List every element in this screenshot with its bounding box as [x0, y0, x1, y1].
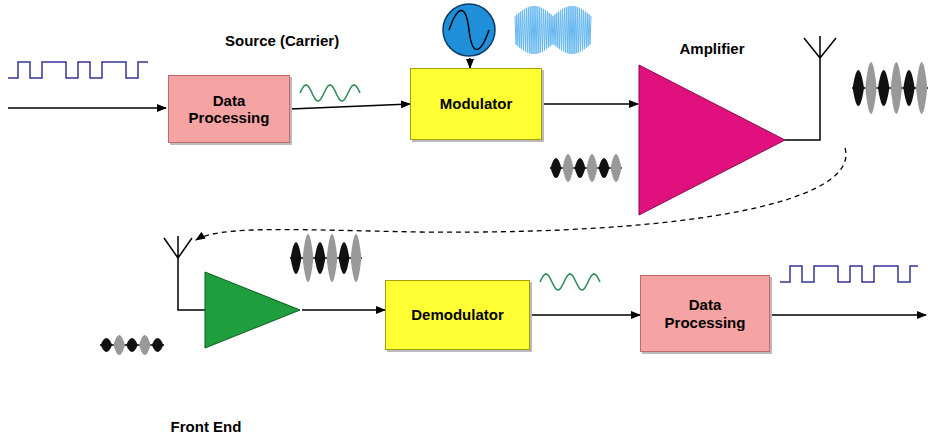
- modulated-burst: [903, 70, 914, 106]
- output-arrow: [770, 314, 926, 316]
- signal-arrow: [302, 309, 385, 311]
- baseband-wave: [300, 85, 360, 101]
- source-circle: [443, 4, 495, 56]
- node-label: Source (Carrier): [225, 32, 339, 49]
- sine-symbol: [449, 11, 489, 50]
- baseband-wave: [540, 274, 600, 290]
- modulated-burst: [315, 242, 326, 274]
- tx-antenna: [804, 36, 836, 58]
- modulated-burst: [327, 234, 338, 282]
- modulated-burst: [575, 158, 586, 178]
- square-wave: [780, 266, 918, 282]
- node-label: Amplifier: [638, 40, 786, 57]
- antenna-feed: [785, 58, 820, 140]
- carrier-wave: [515, 6, 591, 54]
- modulated-burst: [563, 154, 574, 182]
- antenna-feed: [178, 258, 205, 310]
- modulated-burst: [551, 158, 562, 178]
- front-end-triangle-outline: [150, 268, 302, 439]
- modulated-burst: [916, 62, 927, 114]
- signal-arrow: [469, 58, 471, 68]
- process-box: Demodulator: [385, 280, 530, 350]
- node-label: Modulator: [440, 95, 513, 112]
- amplifier-triangle: [639, 65, 785, 215]
- square-wave: [8, 62, 148, 78]
- amplifier-triangle: Amplifier: [638, 38, 786, 216]
- amplifier-triangle-outline: [638, 38, 786, 216]
- front-end-triangle: Front End: [150, 268, 302, 439]
- waveform-group: [100, 6, 928, 355]
- node-label: Data Processing: [177, 92, 281, 127]
- signal-arrow: [290, 104, 410, 109]
- radio-link: [196, 148, 846, 240]
- process-box: Data Processing: [168, 75, 290, 143]
- carrier-source: Source (Carrier): [225, 2, 498, 58]
- modulated-burst: [139, 335, 151, 355]
- process-box: Modulator: [410, 68, 542, 140]
- modulated-burst: [351, 234, 362, 282]
- modulated-burst: [152, 338, 164, 352]
- node-label: Front End: [150, 418, 262, 435]
- modulated-burst: [865, 62, 876, 114]
- modulated-burst: [113, 335, 125, 355]
- modulated-burst: [339, 242, 350, 274]
- modulated-burst: [101, 338, 113, 352]
- front-end-triangle: [205, 272, 300, 348]
- modulated-burst: [611, 154, 622, 182]
- node-label: Data Processing: [649, 296, 761, 331]
- node-label: Demodulator: [411, 306, 504, 323]
- rx-antenna: [164, 236, 192, 258]
- modulated-burst: [303, 234, 314, 282]
- process-box: Data Processing: [640, 275, 770, 352]
- signal-arrow: [530, 314, 640, 316]
- modulated-burst: [587, 154, 598, 182]
- modulated-burst: [878, 70, 889, 106]
- modulated-burst: [891, 62, 902, 114]
- modulated-burst: [126, 338, 138, 352]
- carrier-source-outline: [225, 2, 498, 58]
- modulated-burst: [291, 242, 302, 274]
- modulated-burst: [599, 158, 610, 178]
- modulated-burst: [853, 70, 864, 106]
- input-arrow: [8, 107, 166, 109]
- signal-arrow: [542, 103, 638, 105]
